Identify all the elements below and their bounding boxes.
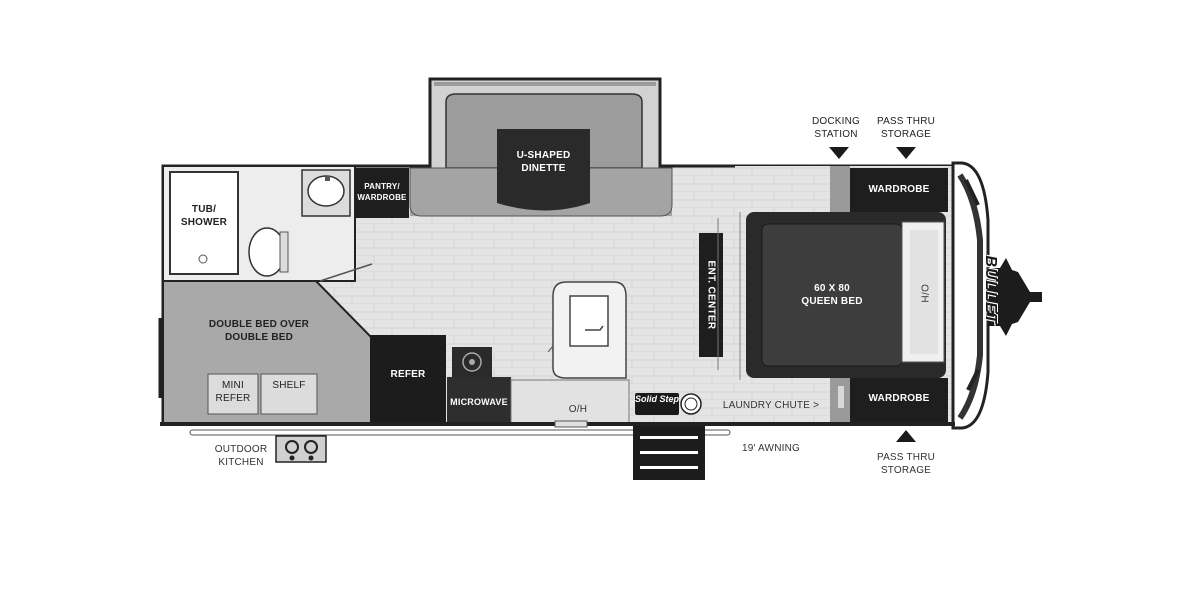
outdoor-kitchen xyxy=(275,435,327,463)
microwave-cabinet xyxy=(447,377,511,423)
bullet-brand-logo: BULLET xyxy=(982,255,999,325)
pass-thru-storage-bottom-label: PASS THRU STORAGE xyxy=(876,452,936,476)
tub-shower-label: TUB/ SHOWER xyxy=(180,204,228,228)
solid-step-logo: Solid Step xyxy=(635,393,679,415)
shelf-cabinet xyxy=(260,373,318,415)
tub-shower xyxy=(169,171,239,275)
microwave-label: MICROWAVE xyxy=(450,397,508,407)
entertainment-center xyxy=(699,233,723,357)
solid-step-emblem xyxy=(680,393,702,415)
trailer-hitch xyxy=(988,258,1042,336)
pass-thru-storage-top-label: PASS THRU STORAGE xyxy=(876,116,936,140)
wardrobe-bottom xyxy=(850,378,948,422)
pantry-wardrobe xyxy=(355,168,409,218)
wardrobe-bottom-label: WARDROBE xyxy=(868,393,930,404)
double-bed-label: DOUBLE BED OVER DOUBLE BED xyxy=(208,319,310,343)
laundry-chute-label: LAUNDRY CHUTE > xyxy=(722,400,820,411)
outdoor-kitchen-label: OUTDOOR KITCHEN xyxy=(214,444,268,468)
awning xyxy=(189,429,731,436)
docking-station-label: DOCKING STATION xyxy=(811,116,861,140)
dinette-table xyxy=(497,129,590,211)
headboard-oh-label: O/H xyxy=(918,284,930,303)
docking-station-arrow xyxy=(829,147,849,159)
refer-label: REFER xyxy=(390,369,426,380)
wardrobe-top-label: WARDROBE xyxy=(868,184,930,195)
queen-bed-label: 60 X 80 QUEEN BED xyxy=(801,283,863,307)
awning-label: 19' AWNING xyxy=(742,443,800,454)
refrigerator xyxy=(370,335,446,423)
pass-thru-storage-top-arrow xyxy=(896,147,916,159)
wardrobe-top-area xyxy=(830,166,850,214)
pantry-wardrobe-label: PANTRY/ WARDROBE xyxy=(357,182,407,202)
shelf-label: SHELF xyxy=(272,380,306,391)
mini-refer-cabinet xyxy=(207,373,259,415)
mini-refer-label: MINI REFER xyxy=(215,380,251,404)
wardrobe-top xyxy=(850,168,948,212)
kitchen-overhead xyxy=(510,379,630,424)
u-shaped-dinette-label: U-SHAPED DINETTE xyxy=(516,150,571,174)
kitchen-oh-label: O/H xyxy=(568,404,588,415)
pass-thru-storage-bottom-arrow xyxy=(896,430,916,442)
ent-center-label: ENT. CENTER xyxy=(705,260,717,330)
